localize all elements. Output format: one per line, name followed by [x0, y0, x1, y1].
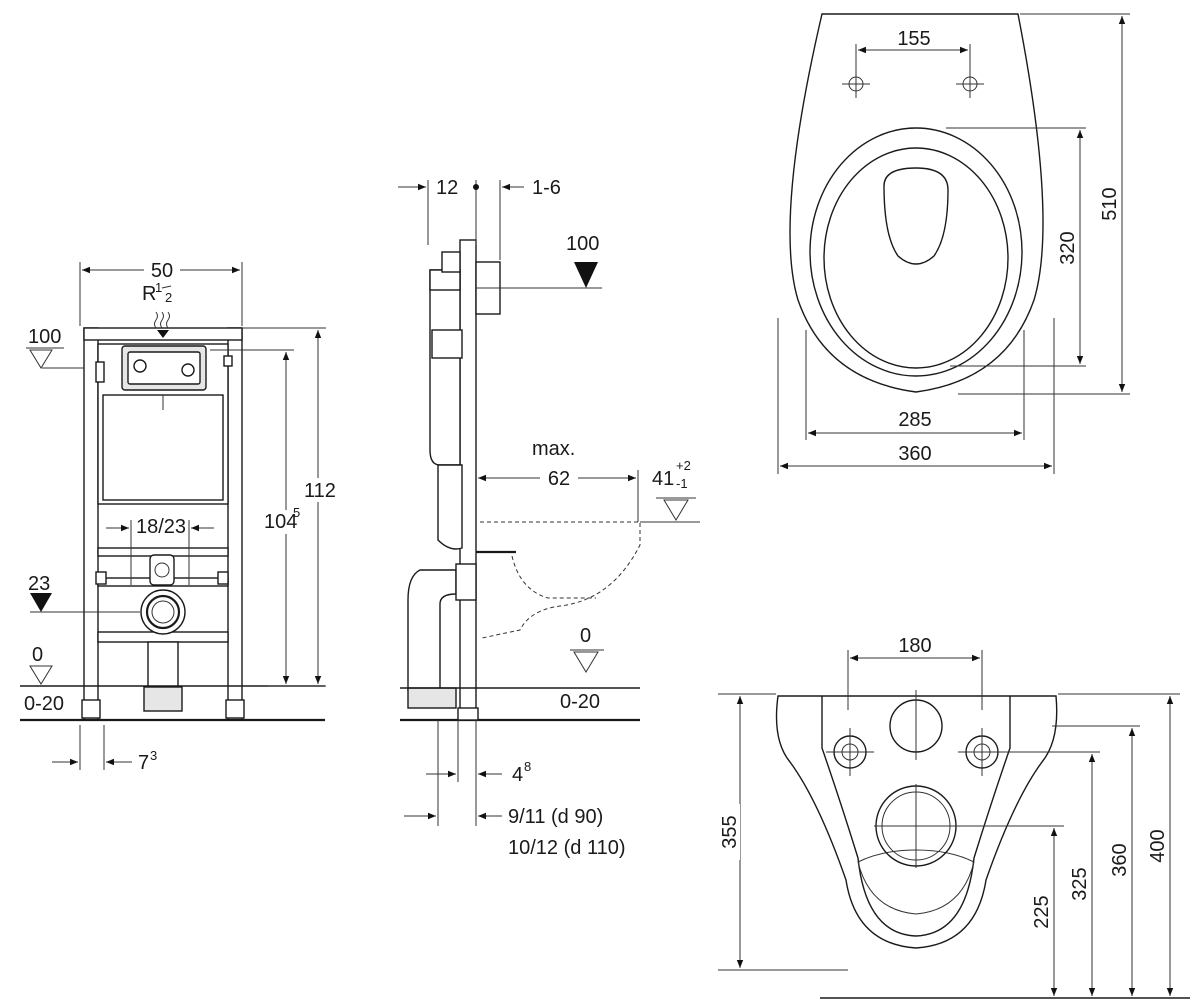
level-marker-open-icon: [29, 349, 53, 369]
side-drain-bend: [407, 569, 457, 691]
level-marker-open-icon: [29, 665, 53, 685]
bowl-drain: [883, 167, 949, 265]
level-marker-filled-icon: [30, 593, 52, 612]
level-marker-open-icon: [573, 651, 599, 673]
side-max-depth: 62: [548, 468, 570, 490]
front-view: 50 R 1 2 100 23 0 0-20 18/23 104 5: [20, 258, 338, 774]
front-level-23: 23: [28, 573, 50, 595]
side-bowl-height: 41: [652, 468, 674, 490]
top-view: 155 320 510 285 360: [777, 13, 1130, 474]
side-gap-right: 1-6: [532, 177, 561, 199]
front-level-0: 0: [32, 644, 43, 666]
back-view: 180 355 225 325 360 400: [716, 633, 1190, 999]
thread-r-label: R: [142, 283, 156, 305]
back-height-355: 355: [719, 815, 741, 848]
side-level-0: 0: [580, 625, 591, 647]
side-bowl-tol-plus: +2: [676, 458, 691, 473]
flush-button-right: [181, 363, 195, 377]
thread-sup-label: 1: [155, 280, 162, 295]
foot-right: [225, 699, 245, 719]
back-height-225: 225: [1031, 895, 1053, 928]
front-height-button: 104: [264, 511, 297, 533]
front-height-total: 112: [304, 480, 336, 502]
bolt-hole-right-icon: [956, 70, 984, 98]
back-height-360: 360: [1109, 843, 1131, 876]
bowl-back-inner: [821, 696, 1011, 937]
front-level-100: 100: [28, 326, 61, 348]
level-marker-filled-icon: [574, 262, 598, 288]
top-seat-length: 320: [1057, 231, 1079, 264]
side-cistern: [429, 269, 461, 466]
side-gap-left: 12: [436, 177, 458, 199]
bowl-rim: [809, 127, 1023, 377]
front-pipe-spacing: 18/23: [136, 516, 186, 538]
back-height-400: 400: [1147, 829, 1169, 862]
front-width-label: 50: [151, 260, 173, 282]
flush-plate-inner: [127, 351, 201, 385]
side-view: 12 1-6 100 max. 62 41 +2 -1 0 0-20 4 8: [398, 177, 700, 859]
side-drain-end: [407, 687, 457, 709]
foot-left: [81, 699, 101, 719]
side-offset-c: 10/12 (d 110): [508, 837, 626, 859]
front-leg-offset-sup: 3: [150, 748, 157, 763]
bolt-hole-left-icon: [826, 728, 874, 776]
side-offset-b: 9/11 (d 90): [508, 806, 603, 828]
front-leg-offset: 7: [138, 752, 149, 774]
bolt-hole-left-icon: [842, 70, 870, 98]
drain-pipe: [147, 641, 179, 688]
flush-button-left: [133, 359, 147, 373]
top-inner-width: 285: [898, 409, 931, 431]
side-offset-a: 4: [512, 764, 523, 786]
thread-sub-label: 2: [165, 290, 172, 305]
top-bolt-spacing: 155: [897, 28, 930, 50]
top-outer-width: 360: [898, 443, 931, 465]
water-supply-icon: [154, 311, 170, 338]
top-total-length: 510: [1099, 187, 1121, 220]
side-floor-range: 0-20: [560, 691, 600, 713]
frame-post-right: [227, 327, 243, 721]
side-offset-a-sup: 8: [524, 759, 531, 774]
front-height-button-sup: 5: [293, 505, 300, 520]
side-flush-pipe: [437, 464, 463, 550]
level-marker-open-icon: [663, 499, 689, 521]
side-bowl-tol-minus: -1: [676, 476, 688, 491]
drain-pipe-end: [143, 686, 183, 712]
front-floor-range: 0-20: [24, 693, 64, 715]
bolt-hole-right-icon: [958, 728, 1006, 776]
cistern-body: [102, 394, 224, 501]
back-height-325: 325: [1069, 867, 1091, 900]
bowl-back-outline: [775, 695, 1058, 949]
supply-connector: [149, 554, 175, 586]
side-level-100: 100: [566, 233, 599, 255]
side-max-label: max.: [532, 438, 575, 460]
frame-post-left: [83, 327, 99, 721]
back-hole-spacing: 180: [898, 635, 931, 657]
bowl-inner: [823, 147, 1009, 369]
bowl-outline-top: [789, 13, 1044, 393]
side-bowl-outline: [480, 521, 641, 639]
